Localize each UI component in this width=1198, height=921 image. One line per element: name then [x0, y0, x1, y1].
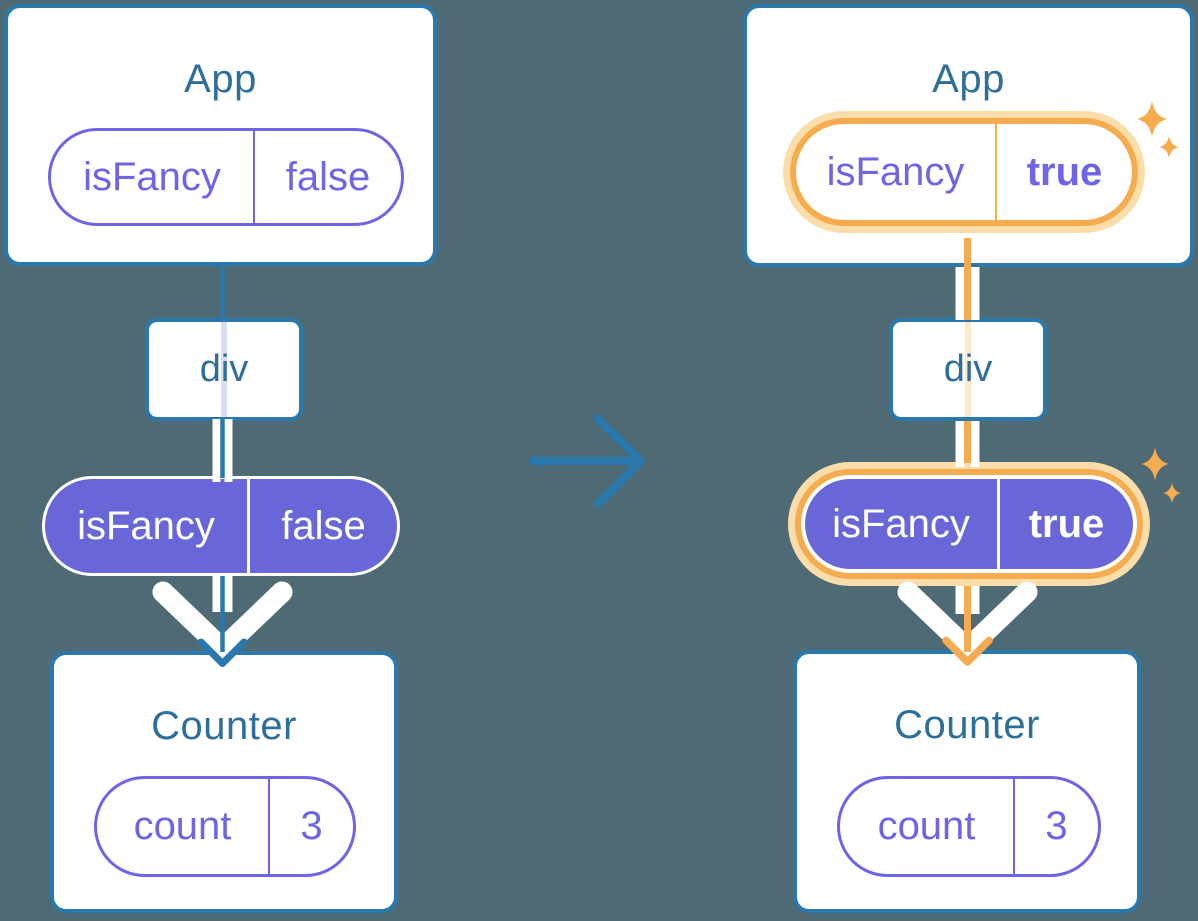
state-value: true [1026, 149, 1103, 194]
prop-pill-after: isFancy true [805, 479, 1133, 569]
app-state-pill-after-highlight: isFancy true [790, 118, 1138, 226]
div-node-before: div [145, 318, 303, 421]
prop-value: false [281, 503, 366, 548]
prop-name: isFancy [45, 479, 250, 573]
app-card-before: App isFancy false [4, 4, 437, 266]
pass-through-line [965, 322, 971, 417]
counter-card-after: Counter count 3 [793, 650, 1141, 913]
prop-pill-before: isFancy false [42, 476, 400, 576]
counter-state-pill-before: count 3 [94, 776, 356, 877]
state-value: 3 [1045, 804, 1068, 848]
prop-pill-after-highlight: isFancy true [795, 469, 1143, 579]
prop-value: true [1028, 501, 1105, 546]
counter-state-pill-after: count 3 [837, 776, 1101, 877]
div-node-after: div [889, 318, 1047, 421]
app-state-pill-after: isFancy true [796, 124, 1132, 220]
counter-title: Counter [151, 704, 297, 748]
down-arrow-chevron [897, 581, 1038, 660]
sparkle-icon [1141, 447, 1169, 481]
app-title: App [932, 57, 1005, 101]
app-title: App [184, 57, 257, 101]
state-name: isFancy [51, 131, 255, 223]
state-name: count [840, 779, 1015, 874]
state-name: isFancy [796, 124, 997, 220]
connectors-after [897, 238, 1038, 666]
arrow-head [592, 414, 646, 508]
prop-name: isFancy [805, 479, 1000, 569]
app-state-pill-before: isFancy false [48, 128, 404, 226]
div-label: div [943, 348, 993, 390]
sparkle-icon [1163, 483, 1181, 503]
pass-through-line [221, 322, 227, 417]
counter-card-before: Counter count 3 [50, 651, 398, 913]
div-label: div [199, 348, 249, 390]
transition-arrow-icon [528, 414, 646, 508]
state-value: 3 [300, 804, 323, 848]
state-value: false [285, 154, 371, 199]
down-arrow-chevron [152, 581, 293, 660]
state-name: count [97, 779, 270, 874]
counter-title: Counter [894, 703, 1040, 747]
